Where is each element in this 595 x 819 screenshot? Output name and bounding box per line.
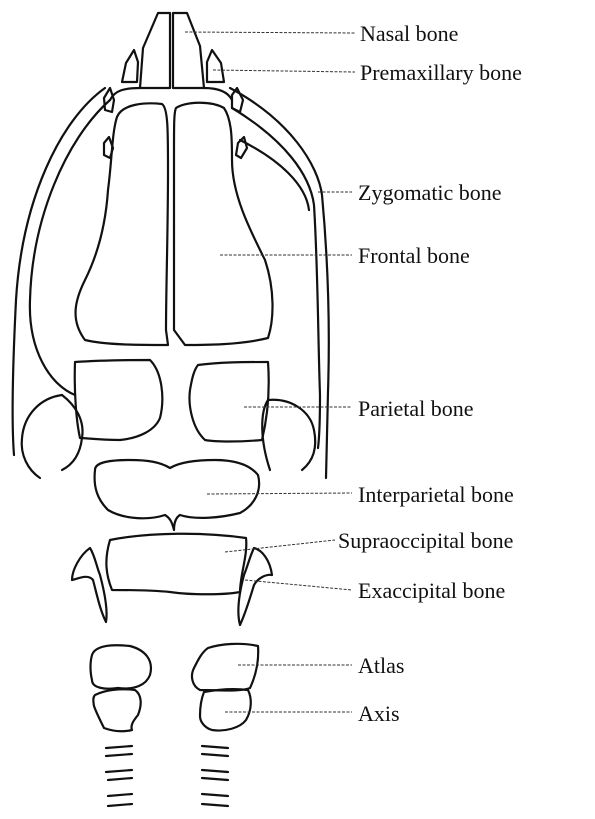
zygomatic-bone xyxy=(240,140,309,210)
atlas-bones xyxy=(91,644,259,691)
axis-right xyxy=(200,689,251,730)
axis-bones xyxy=(93,689,250,731)
label-supraoccipital-bone: Supraoccipital bone xyxy=(338,528,513,553)
skull-outer-right xyxy=(230,88,329,478)
small-foramina xyxy=(104,88,247,158)
label-nasal-bone: Nasal bone xyxy=(360,21,458,46)
frontal-bone-left xyxy=(76,103,168,345)
exaccipital-bone-right xyxy=(238,548,272,625)
atlas-right xyxy=(192,644,258,691)
parietal-bone-right xyxy=(190,362,269,442)
labels: Nasal bone Premaxillary bone Zygomatic b… xyxy=(338,21,522,726)
supraoccipital-bone xyxy=(106,534,246,595)
label-exaccipital-bone: Exaccipital bone xyxy=(358,578,505,603)
nasal-bone-left xyxy=(140,13,170,88)
skull-outline xyxy=(13,88,329,478)
premaxillary-bone-right xyxy=(207,50,224,82)
exaccipital-bone-left xyxy=(72,548,107,622)
frontal-bone-right xyxy=(174,103,273,345)
interparietal-bone xyxy=(95,460,260,530)
nasal-bone-right xyxy=(173,13,204,88)
skull-crossbar-right xyxy=(204,88,232,100)
cervical-vertebrae xyxy=(106,746,228,806)
nasal-bones xyxy=(140,13,204,88)
label-atlas: Atlas xyxy=(358,653,404,678)
label-interparietal-bone: Interparietal bone xyxy=(358,482,514,507)
parietal-side-right xyxy=(268,400,315,470)
parietal-side-left xyxy=(22,395,62,478)
label-premaxillary-bone: Premaxillary bone xyxy=(360,60,522,85)
atlas-left xyxy=(91,645,151,688)
parietal-bone-left xyxy=(75,360,163,440)
label-parietal-bone: Parietal bone xyxy=(358,396,473,421)
parietal-bones xyxy=(22,360,316,478)
skull-outer-left xyxy=(13,88,105,455)
skull-inner-right xyxy=(232,108,320,448)
exaccipital-bones xyxy=(72,548,272,625)
axis-left xyxy=(93,689,140,731)
label-frontal-bone: Frontal bone xyxy=(358,243,470,268)
label-zygomatic-bone: Zygomatic bone xyxy=(358,180,502,205)
premaxillary-bone-left xyxy=(122,50,138,82)
label-axis: Axis xyxy=(358,701,400,726)
